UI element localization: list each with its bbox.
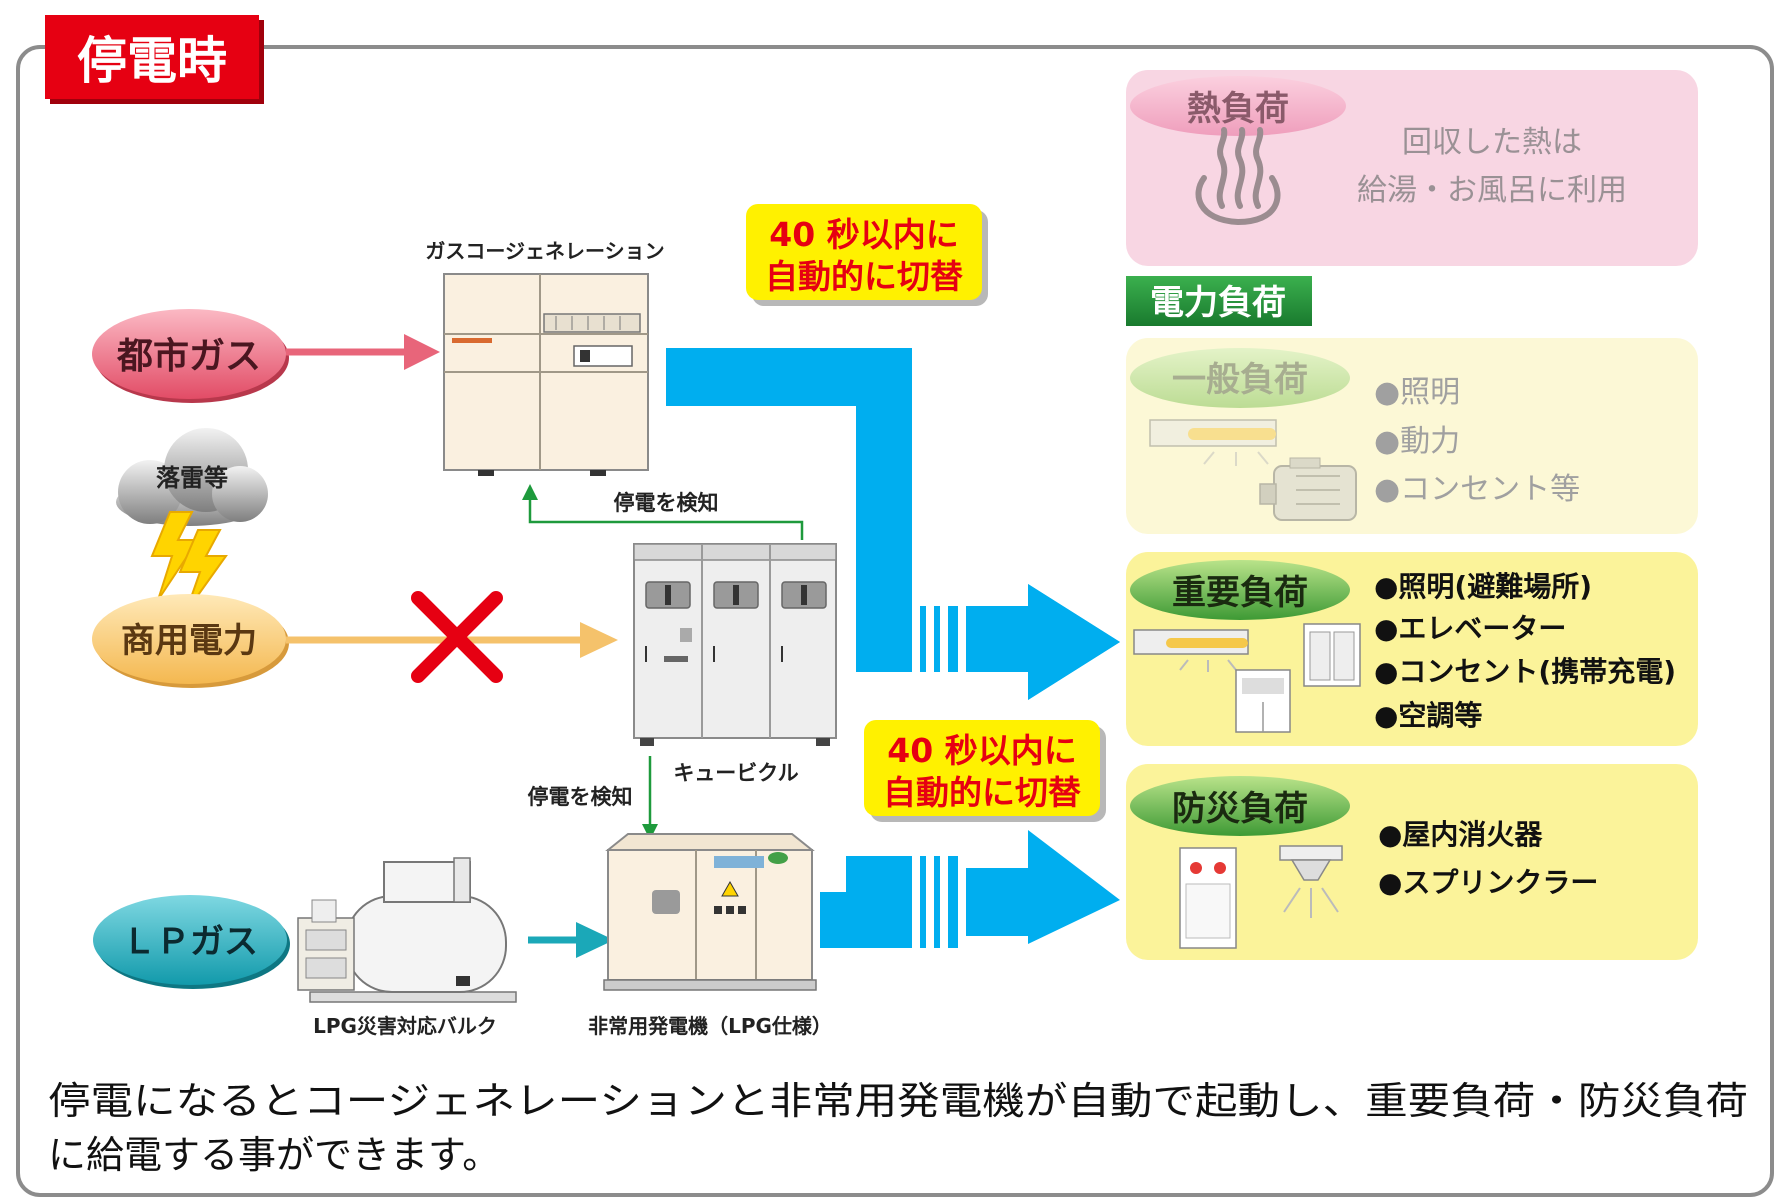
commercial-power-label: 商用電力 [121, 621, 257, 661]
caption-line1: 停電になるとコージェネレーションと非常用発電機が自動で起動し、重要負荷・防災負荷 [48, 1079, 1748, 1123]
cogen-power-flow-arrow [666, 348, 1120, 700]
important-load-item-2: ●エレベーター [1374, 612, 1566, 645]
disaster-load-item-1: ●屋内消火器 [1378, 818, 1543, 851]
cubicle-label: キュービクル [673, 761, 798, 785]
switch-note-upper-line2: 自動的に切替 [765, 257, 963, 296]
air-conditioner-icon [1235, 669, 1291, 733]
badge-label: 停電時 [77, 32, 227, 90]
detect-signal-to-generator: 停電を検知 [528, 756, 658, 840]
switch-note-upper: 40 秒以内に 自動的に切替 [746, 204, 988, 306]
cogeneration-unit [443, 273, 649, 476]
general-load-title: 一般負荷 [1172, 360, 1308, 400]
emergency-generator-unit [603, 833, 817, 991]
switch-note-upper-line1: 40 秒以内に [769, 215, 958, 254]
power-load-header: 電力負荷 [1126, 276, 1312, 326]
lightning-cloud: 落雷等 [116, 428, 268, 613]
cogeneration-label: ガスコージェネレーション [425, 239, 664, 263]
switch-note-lower: 40 秒以内に 自動的に切替 [864, 720, 1106, 822]
lpg-bulk-label: LPG災害対応バルク [313, 1014, 497, 1038]
important-load-title: 重要負荷 [1172, 573, 1308, 613]
caption-line2: に給電する事ができます。 [48, 1133, 500, 1177]
motor-icon [1259, 457, 1357, 521]
city-gas-source: 都市ガス [92, 309, 289, 403]
lp-gas-arrow [528, 922, 614, 958]
important-load-item-4: ●空調等 [1374, 699, 1482, 732]
general-load-item-2: ●動力 [1374, 424, 1460, 459]
general-load-panel: 一般負荷 ●照明 ●動力 ●コンセント等 [1126, 338, 1698, 534]
hot-spring-icon [1195, 127, 1281, 226]
lp-gas-label: ＬＰガス [122, 922, 258, 962]
detect-label-lower: 停電を検知 [528, 785, 633, 809]
power-load-title: 電力負荷 [1150, 283, 1286, 323]
cubicle-unit [633, 543, 837, 746]
switch-note-lower-line2: 自動的に切替 [883, 773, 1081, 812]
fire-hydrant-box-icon [1179, 847, 1237, 949]
important-load-item-1: ●照明(避難場所) [1374, 570, 1592, 603]
lightning-bolt-icon [150, 511, 200, 601]
city-gas-arrow [286, 334, 440, 370]
lpg-bulk-unit [297, 857, 517, 1003]
commercial-power-source: 商用電力 [92, 594, 289, 688]
heat-load-line2: 給湯・お風呂に利用 [1357, 173, 1627, 208]
disaster-load-title: 防災負荷 [1172, 789, 1308, 829]
general-load-item-1: ●照明 [1374, 375, 1460, 410]
switch-note-lower-line1: 40 秒以内に [887, 731, 1076, 770]
disaster-load-panel: 防災負荷 ●屋内消火器 ●スプリンクラー [1126, 764, 1698, 960]
detect-label-upper: 停電を検知 [614, 491, 719, 515]
general-load-item-3: ●コンセント等 [1374, 472, 1580, 507]
city-gas-label: 都市ガス [116, 336, 261, 377]
detect-signal-to-cogen: 停電を検知 [522, 484, 804, 540]
important-load-item-3: ●コンセント(携帯充電) [1374, 655, 1676, 688]
outage-badge: 停電時 [45, 15, 264, 104]
sprinkler-icon [1279, 845, 1343, 918]
heat-load-line1: 回収した熱は [1402, 125, 1582, 160]
heat-load-panel: 熱負荷 回収した熱は 給湯・お風呂に利用 [1126, 70, 1698, 266]
disaster-load-item-2: ●スプリンクラー [1378, 866, 1598, 899]
elevator-icon [1303, 623, 1361, 687]
commercial-power-arrow [286, 622, 618, 658]
ceiling-light-icon [1149, 419, 1277, 466]
ceiling-light-icon [1133, 629, 1249, 672]
generator-power-flow-arrow [820, 830, 1120, 948]
lp-gas-source: ＬＰガス [93, 895, 290, 989]
lightning-label: 落雷等 [156, 464, 228, 492]
cut-off-cross-icon [411, 591, 503, 683]
important-load-panel: 重要負荷 ●照明(避難場所) ●エレベーター ●コンセント(携帯充電) ●空調等 [1126, 552, 1698, 746]
heat-load-title: 熱負荷 [1187, 89, 1289, 129]
generator-label: 非常用発電機（LPG仕様） [588, 1014, 832, 1038]
